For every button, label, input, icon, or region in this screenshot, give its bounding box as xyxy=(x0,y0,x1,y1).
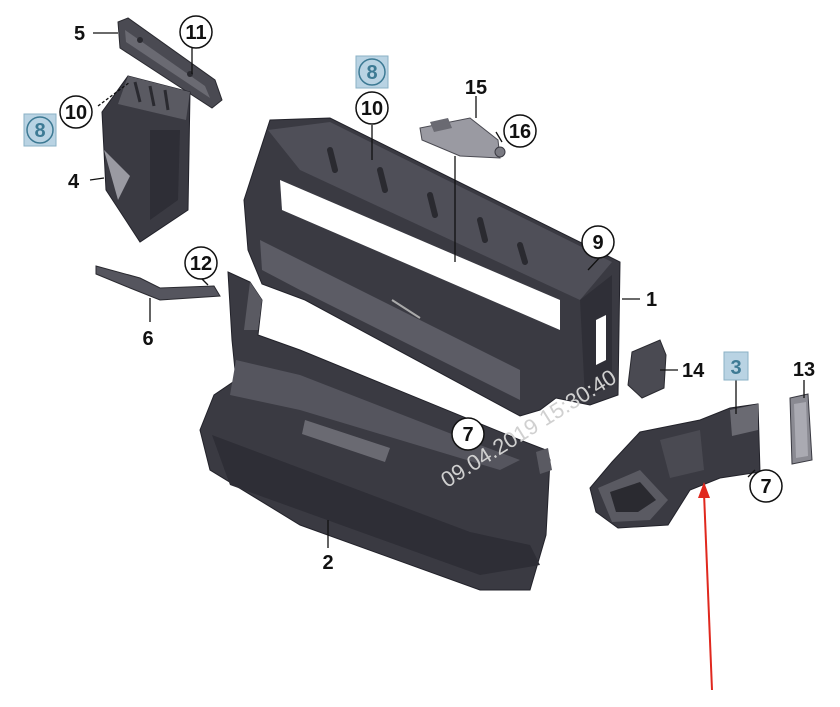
callout-8-left-highlighted: 8 xyxy=(23,113,57,147)
callout-10-left: 10 xyxy=(59,95,93,129)
svg-text:8: 8 xyxy=(366,62,377,84)
part-14-cap xyxy=(627,339,667,399)
callout-7-center: 7 xyxy=(451,417,485,451)
part-2-shroud xyxy=(199,271,552,591)
svg-text:3: 3 xyxy=(730,357,741,379)
svg-text:7: 7 xyxy=(760,476,771,498)
svg-text:10: 10 xyxy=(65,102,87,124)
callout-16: 16 xyxy=(503,114,537,148)
callout-11: 11 xyxy=(179,15,213,49)
part-15-16-bracket xyxy=(419,117,506,159)
svg-text:11: 11 xyxy=(185,22,206,44)
callout-9: 9 xyxy=(581,225,615,259)
svg-text:12: 12 xyxy=(190,253,212,275)
callout-2: 2 xyxy=(322,552,333,574)
svg-text:16: 16 xyxy=(509,121,531,143)
callout-8-top-highlighted: 8 xyxy=(355,55,389,89)
callout-3-highlighted: 3 xyxy=(723,351,749,381)
part-3-duct xyxy=(589,403,761,529)
pointer-arrow xyxy=(698,482,713,691)
callout-13: 13 xyxy=(793,359,815,381)
callout-15: 15 xyxy=(465,77,487,99)
callout-12: 12 xyxy=(184,246,218,280)
callout-4: 4 xyxy=(68,171,80,193)
svg-text:9: 9 xyxy=(592,232,603,254)
callout-6: 6 xyxy=(142,328,153,350)
part-4-duct xyxy=(101,75,191,243)
callout-1: 1 xyxy=(646,289,657,311)
callout-5: 5 xyxy=(74,23,85,45)
part-13-plate xyxy=(789,393,813,465)
callout-14: 14 xyxy=(682,360,705,382)
svg-text:8: 8 xyxy=(34,120,45,142)
part-5-bracket xyxy=(117,17,223,109)
svg-text:10: 10 xyxy=(361,98,383,120)
callout-7-right: 7 xyxy=(749,469,783,503)
part-1-frame xyxy=(243,117,621,417)
svg-text:7: 7 xyxy=(462,424,473,446)
callout-10-top: 10 xyxy=(355,91,389,125)
part-6-bracket xyxy=(95,265,221,301)
